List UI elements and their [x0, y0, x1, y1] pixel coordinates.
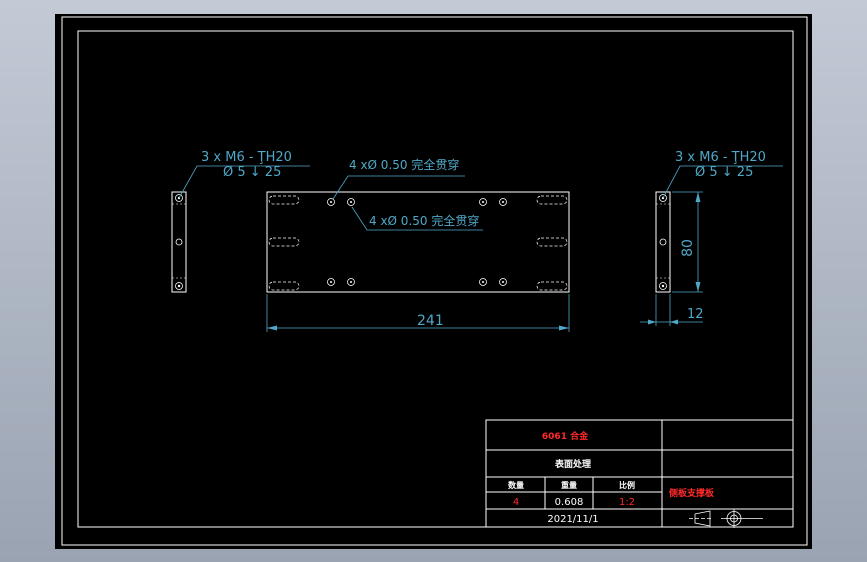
- left-view-note-depth: Ø 5 ↓ 25: [223, 165, 281, 180]
- title-part-name: 侧板支撑板: [669, 487, 715, 499]
- title-date: 2021/11/1: [547, 514, 598, 525]
- drawing-canvas: 3 x M6 - ŢH20 Ø 5 ↓ 25: [55, 14, 812, 549]
- front-view-width-dimension: 241: [417, 313, 444, 329]
- right-side-view: [640, 165, 783, 326]
- first-angle-projection-icon: [689, 509, 763, 528]
- title-header-scale: 比例: [619, 480, 635, 490]
- left-side-view: [171, 165, 310, 293]
- front-view-hole-note-bottom: 4 xØ 0.50 完全贯穿: [369, 213, 479, 228]
- title-scale-value: 1:2: [619, 497, 635, 508]
- right-view-thickness-dimension: 12: [687, 307, 704, 322]
- title-material: 6061 合金: [542, 430, 589, 442]
- title-surface-treatment: 表面处理: [554, 458, 591, 470]
- title-header-weight: 重量: [561, 480, 577, 490]
- front-view-hole-note-top: 4 xØ 0.50 完全贯穿: [349, 157, 459, 172]
- front-view: [266, 175, 570, 332]
- outer-border: [61, 16, 808, 546]
- right-view-note-thread: 3 x M6 - ŢH20: [675, 150, 766, 165]
- drawing-sheet: 3 x M6 - ŢH20 Ø 5 ↓ 25: [61, 16, 808, 546]
- left-view-note-thread: 3 x M6 - ŢH20: [201, 150, 292, 165]
- title-block: [485, 419, 794, 528]
- title-weight-value: 0.608: [555, 497, 584, 508]
- title-quantity-value: 4: [513, 497, 519, 508]
- inner-border: [77, 30, 794, 528]
- right-view-note-depth: Ø 5 ↓ 25: [695, 165, 753, 180]
- right-view-height-dimension: 80: [680, 239, 696, 257]
- title-header-quantity: 数量: [508, 480, 524, 490]
